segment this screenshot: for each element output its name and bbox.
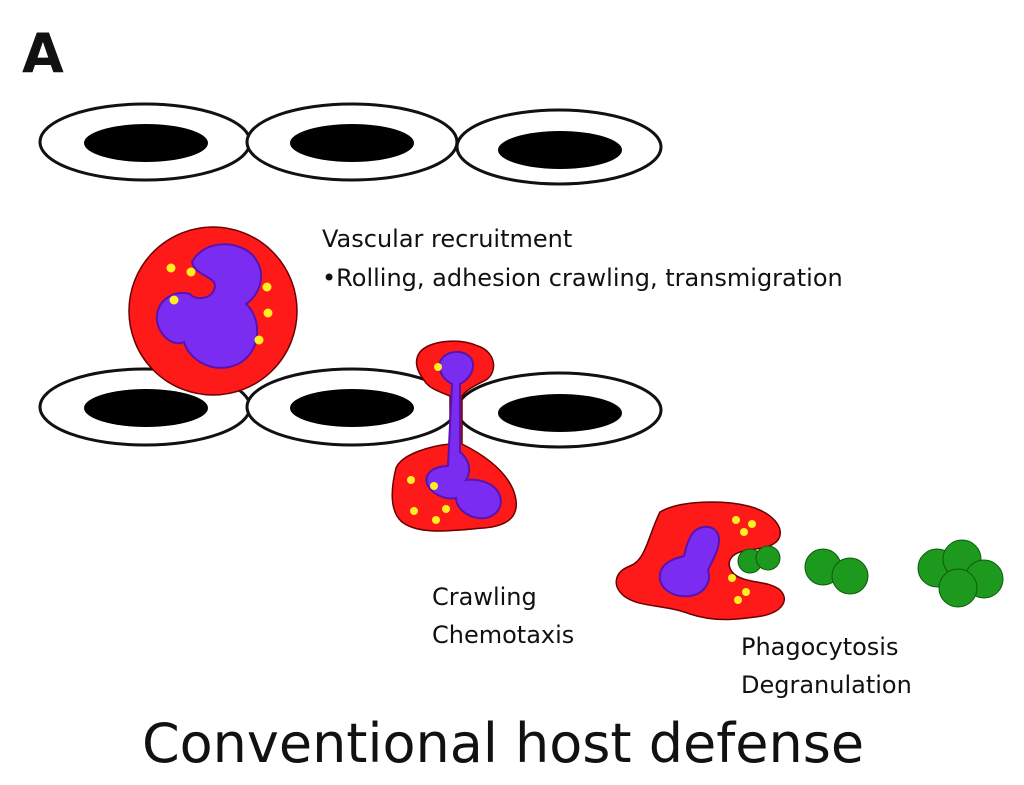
endothelial-cell <box>455 371 663 449</box>
bacterium <box>938 568 978 608</box>
endothelium-top <box>38 102 663 186</box>
label-degranulation: Degranulation <box>741 671 912 699</box>
endothelial-cell <box>455 108 663 186</box>
neutrophil-nucleus <box>155 243 263 369</box>
bacterium <box>831 557 869 595</box>
endothelial-cell <box>38 102 252 182</box>
endothelial-nucleus <box>84 389 208 427</box>
neutrophil-nucleus <box>658 525 720 598</box>
endothelial-nucleus <box>498 394 622 432</box>
endothelial-cell <box>245 102 459 182</box>
granules <box>166 263 273 345</box>
endothelial-nucleus <box>84 124 208 162</box>
bacterium <box>755 545 781 571</box>
label-chemotaxis: Chemotaxis <box>432 621 574 649</box>
endothelium-bottom <box>38 367 663 449</box>
label-crawling: Crawling <box>432 583 537 611</box>
label-vascular-detail: •Rolling, adhesion crawling, transmigrat… <box>322 264 843 292</box>
bacteria-cluster-small <box>737 545 781 574</box>
endothelial-cell <box>245 367 459 447</box>
label-phagocytosis: Phagocytosis <box>741 633 898 661</box>
bacteria-cluster-medium <box>804 548 869 595</box>
panel-label: A <box>22 22 64 85</box>
neutrophil-rolling <box>128 226 298 396</box>
diagram-title: Conventional host defense <box>142 712 864 775</box>
neutrophil-nucleus <box>425 351 502 520</box>
granules <box>407 363 450 524</box>
endothelial-nucleus <box>498 131 622 169</box>
label-vascular-recruitment: Vascular recruitment <box>322 225 572 253</box>
neutrophil-phagocytosing <box>615 501 785 621</box>
granules <box>728 516 756 604</box>
bacteria-cluster-large <box>917 539 1004 608</box>
endothelial-nucleus <box>290 124 414 162</box>
endothelial-nucleus <box>290 389 414 427</box>
neutrophil-transmigrating <box>391 340 517 532</box>
